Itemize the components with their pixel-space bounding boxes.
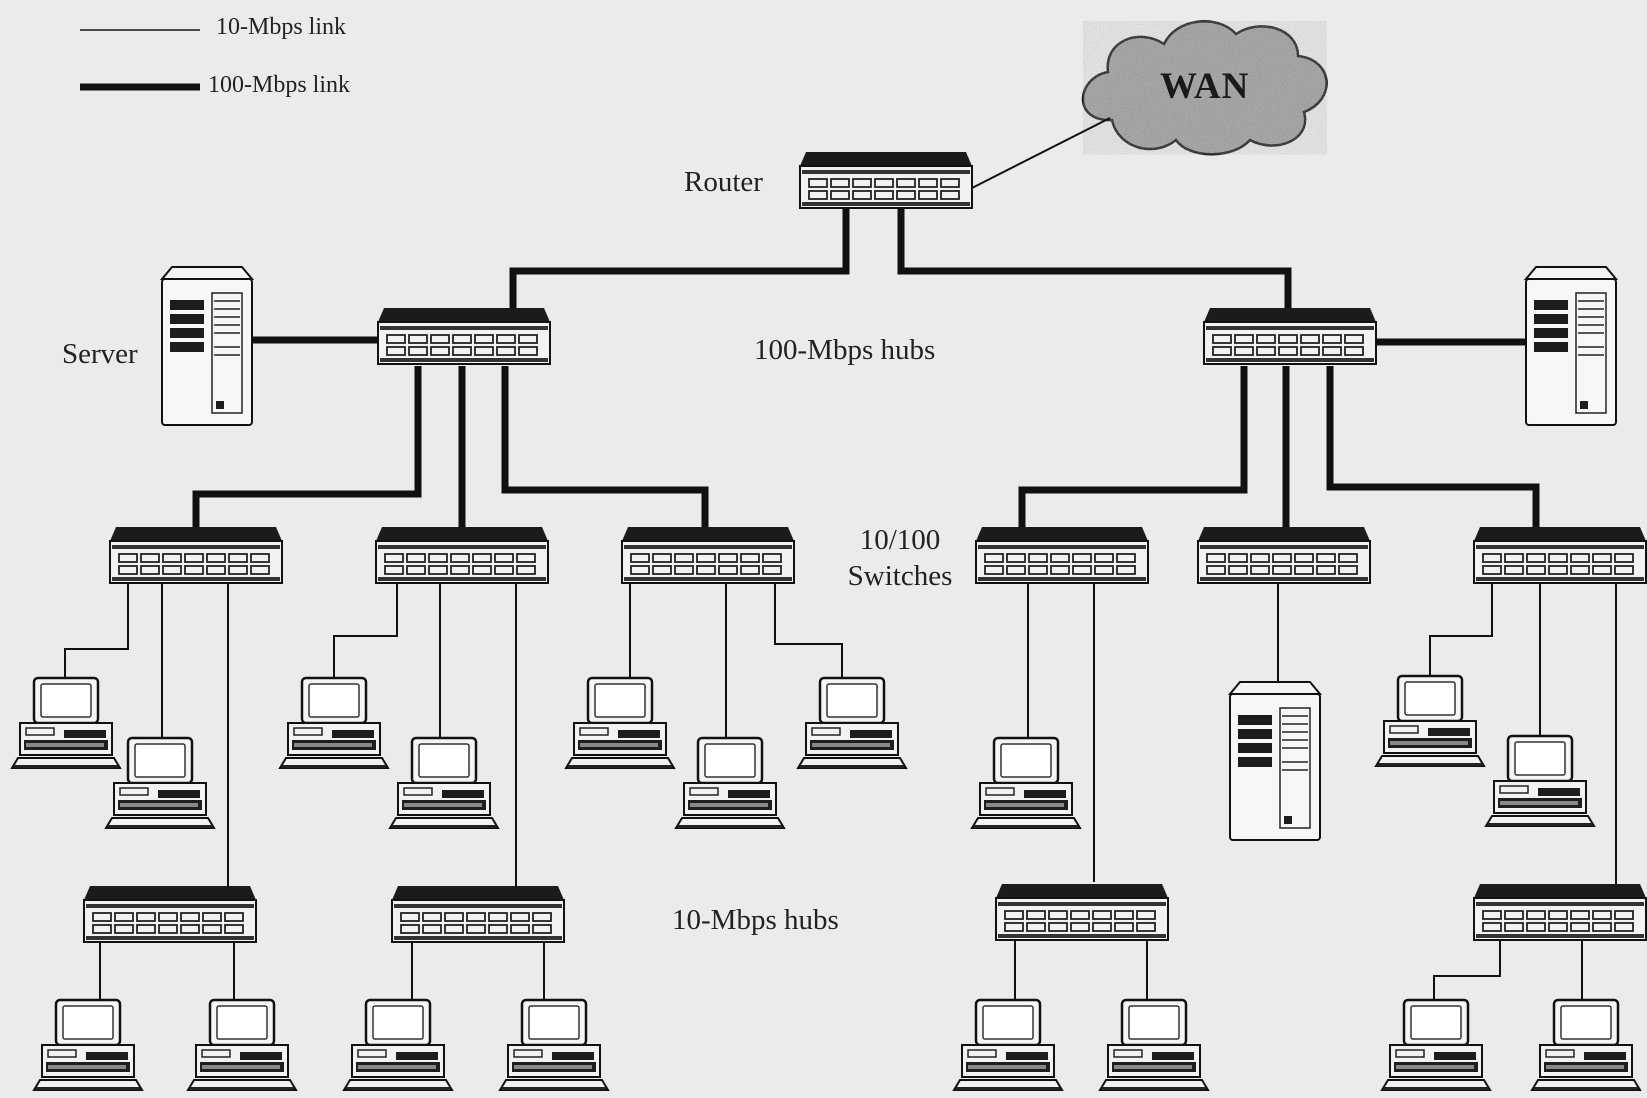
hub-100mbps-right-icon bbox=[1203, 307, 1377, 365]
workstation-icon bbox=[970, 736, 1082, 830]
links-100mbps bbox=[192, 205, 1540, 531]
hubs-10mbps-label: 10-Mbps hubs bbox=[672, 904, 839, 936]
switches-label: 10/100 Switches bbox=[838, 522, 962, 595]
switch-1-icon bbox=[109, 526, 283, 584]
router-icon bbox=[799, 151, 973, 209]
legend-10mbps-label: 10-Mbps link bbox=[216, 14, 347, 40]
workstation-icon bbox=[1374, 674, 1486, 768]
server-left-icon bbox=[161, 266, 253, 426]
legend-100mbps-label: 100-Mbps link bbox=[208, 72, 351, 98]
workstation-icon bbox=[1380, 998, 1492, 1092]
wan-cloud-icon bbox=[1081, 20, 1328, 156]
hub-100mbps-left-icon bbox=[377, 307, 551, 365]
hub-10mbps-4-icon bbox=[1473, 883, 1647, 941]
workstation-icon bbox=[674, 736, 786, 830]
workstation-icon bbox=[10, 676, 122, 770]
server-right-icon bbox=[1525, 266, 1617, 426]
switch-6-icon bbox=[1473, 526, 1647, 584]
hub-10mbps-1-icon bbox=[83, 885, 257, 943]
workstation-icon bbox=[564, 676, 676, 770]
switch-2-icon bbox=[375, 526, 549, 584]
workstation-icon bbox=[104, 736, 216, 830]
server-label: Server bbox=[62, 338, 138, 370]
switch-5-icon bbox=[1197, 526, 1371, 584]
workstation-icon bbox=[342, 998, 454, 1092]
links-10mbps bbox=[64, 117, 1617, 1002]
switches-label-line2: Switches bbox=[847, 560, 953, 593]
workstation-icon bbox=[186, 998, 298, 1092]
hub-10mbps-2-icon bbox=[391, 885, 565, 943]
workstation-icon bbox=[1098, 998, 1210, 1092]
hubs-100mbps-label: 100-Mbps hubs bbox=[754, 334, 936, 366]
workstation-icon bbox=[1530, 998, 1642, 1092]
switch-3-icon bbox=[621, 526, 795, 584]
hub-10mbps-3-icon bbox=[995, 883, 1169, 941]
workstation-icon bbox=[1484, 734, 1596, 828]
workstation-icon bbox=[952, 998, 1064, 1092]
workstation-icon bbox=[388, 736, 500, 830]
switch-4-icon bbox=[975, 526, 1149, 584]
switches-label-line1: 10/100 bbox=[859, 524, 941, 556]
workstation-icon bbox=[32, 998, 144, 1092]
server-bottom-icon bbox=[1229, 681, 1321, 841]
workstation-icon bbox=[498, 998, 610, 1092]
wan-label: WAN bbox=[1160, 66, 1250, 107]
workstation-icon bbox=[278, 676, 390, 770]
router-label: Router bbox=[684, 166, 763, 198]
workstation-icon bbox=[796, 676, 908, 770]
